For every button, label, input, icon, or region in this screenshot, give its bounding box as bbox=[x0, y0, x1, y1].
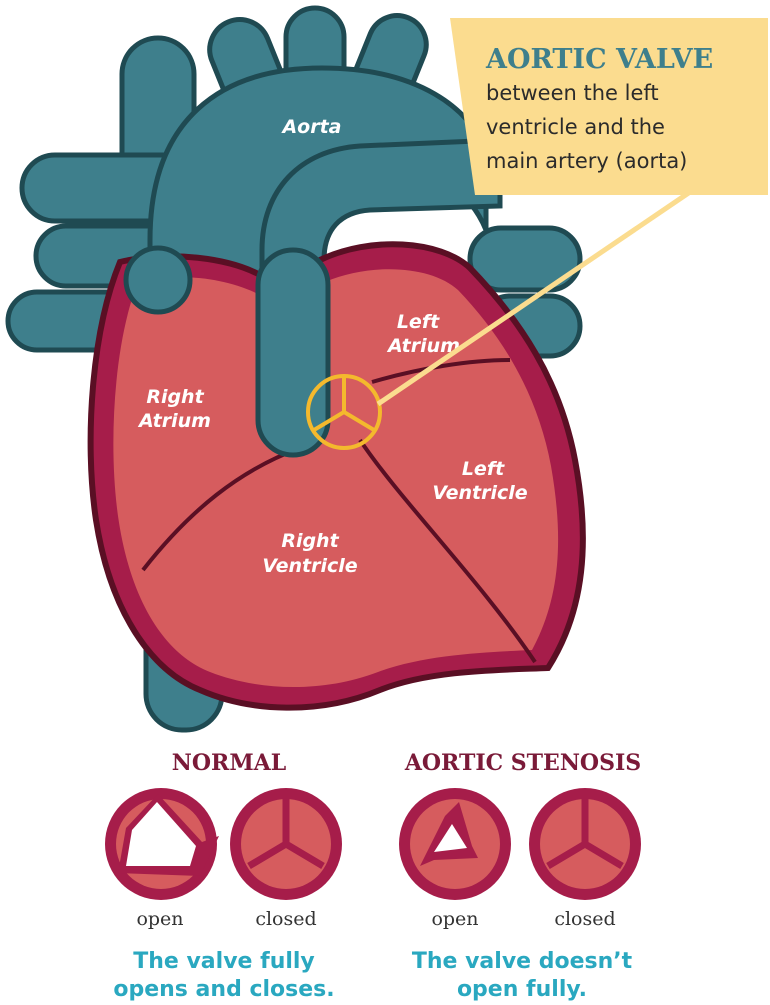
label-aorta: Aorta bbox=[280, 116, 341, 138]
normal-caption-2: opens and closes. bbox=[113, 977, 334, 1002]
label-left-ventricle-2: Ventricle bbox=[432, 482, 527, 504]
comparison-stenosis: AORTIC STENOSIS open closed The valve do… bbox=[399, 750, 641, 1002]
stenosis-title: AORTIC STENOSIS bbox=[404, 750, 641, 776]
callout-title: AORTIC VALVE bbox=[485, 44, 713, 75]
label-left-ventricle-1: Left bbox=[462, 458, 505, 480]
normal-open-valve bbox=[105, 788, 219, 900]
label-left-atrium-1: Left bbox=[397, 311, 440, 333]
normal-closed-valve bbox=[230, 788, 342, 900]
label-right-ventricle-1: Right bbox=[281, 530, 339, 552]
stenosis-closed-label: closed bbox=[554, 908, 615, 930]
stenosis-closed-valve bbox=[529, 788, 641, 900]
callout-line-3: main artery (aorta) bbox=[486, 149, 687, 173]
comparison-normal: NORMAL open closed The valve fully opens… bbox=[105, 750, 342, 1002]
normal-title: NORMAL bbox=[172, 750, 286, 776]
stenosis-caption-2: open fully. bbox=[457, 977, 587, 1002]
label-right-atrium-1: Right bbox=[146, 386, 204, 408]
superior-vena-cava-opening bbox=[126, 248, 190, 312]
stenosis-caption-1: The valve doesn’t bbox=[412, 949, 633, 974]
stenosis-open-valve bbox=[399, 788, 511, 900]
callout-line-2: ventricle and the bbox=[486, 115, 665, 139]
callout-line-1: between the left bbox=[486, 81, 659, 105]
normal-caption-1: The valve fully bbox=[133, 949, 315, 974]
label-right-atrium-2: Atrium bbox=[137, 410, 211, 432]
label-right-ventricle-2: Ventricle bbox=[262, 555, 357, 577]
normal-closed-label: closed bbox=[255, 908, 316, 930]
aorta-root bbox=[258, 250, 328, 455]
normal-open-label: open bbox=[136, 908, 183, 930]
stenosis-open-label: open bbox=[431, 908, 478, 930]
